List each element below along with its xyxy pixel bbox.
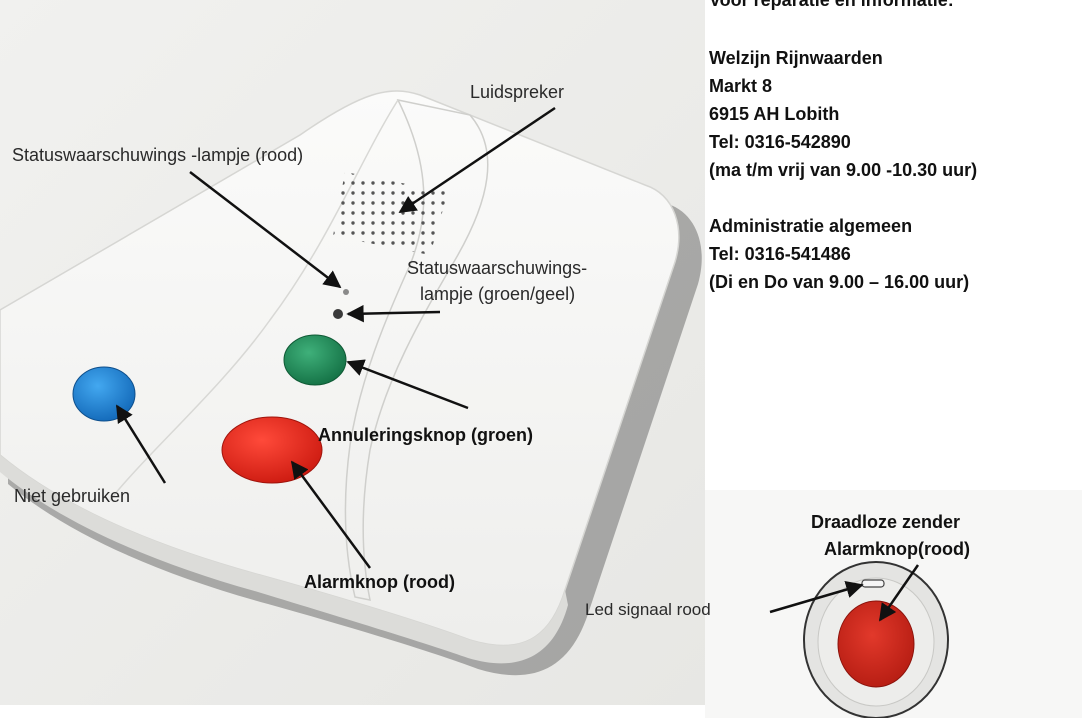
info-address: Markt 8 (709, 76, 773, 96)
label-alarm-button: Alarmknop (rood) (304, 572, 455, 592)
info-admin-hours: (Di en Do van 9.00 – 16.00 uur) (709, 272, 970, 292)
label-transmitter-led: Led signaal rood (585, 600, 711, 619)
label-cancel-button: Annuleringsknop (groen) (318, 425, 533, 445)
info-postal-code: 6915 AH Lobith (709, 104, 840, 124)
label-status-led-green-line2: lampje (groen/geel) (420, 284, 576, 304)
label-status-led-red: Statuswaarschuwings -lampje (rood) (12, 145, 304, 165)
speaker-grille (333, 172, 448, 255)
info-org-name: Welzijn Rijnwaarden (709, 48, 883, 68)
arrow-transmitter-led (769, 581, 864, 614)
arrow-status-red (189, 171, 342, 289)
status-led-green (333, 309, 343, 319)
transmitter-led (861, 579, 885, 588)
info-hours: (ma t/m vrij van 9.00 -10.30 uur) (709, 160, 978, 180)
label-transmitter-button: Alarmknop(rood) (824, 539, 970, 559)
label-do-not-use: Niet gebruiken (14, 486, 131, 506)
blue-unused-button (72, 366, 136, 422)
arrow-speaker (398, 106, 556, 214)
red-alarm-button (221, 416, 323, 484)
label-speaker: Luidspreker (470, 82, 565, 102)
status-led-red (343, 289, 349, 295)
device-panel-strip (344, 98, 489, 601)
info-phone: Tel: 0316-542890 (709, 132, 851, 152)
arrow-transmitter-button (878, 564, 920, 622)
label-transmitter-title: Draadloze zender (811, 512, 961, 532)
green-cancel-button (283, 334, 347, 386)
arrow-alarm-button (290, 460, 372, 569)
info-admin-title: Administratie algemeen (709, 216, 913, 236)
transmitter-alarm-button (837, 600, 915, 688)
info-heading: Voor reparatie en informatie: (709, 0, 954, 10)
label-status-led-green-line1: Statuswaarschuwings- (407, 258, 588, 278)
device-panel-strip-left (109, 99, 399, 501)
arrow-do-not-use (115, 404, 167, 484)
contact-info: Voor reparatie en informatie: Welzijn Ri… (709, 0, 977, 296)
arrow-cancel-button (346, 359, 469, 410)
info-admin-phone: Tel: 0316-541486 (709, 244, 851, 264)
arrow-status-green (346, 304, 441, 323)
